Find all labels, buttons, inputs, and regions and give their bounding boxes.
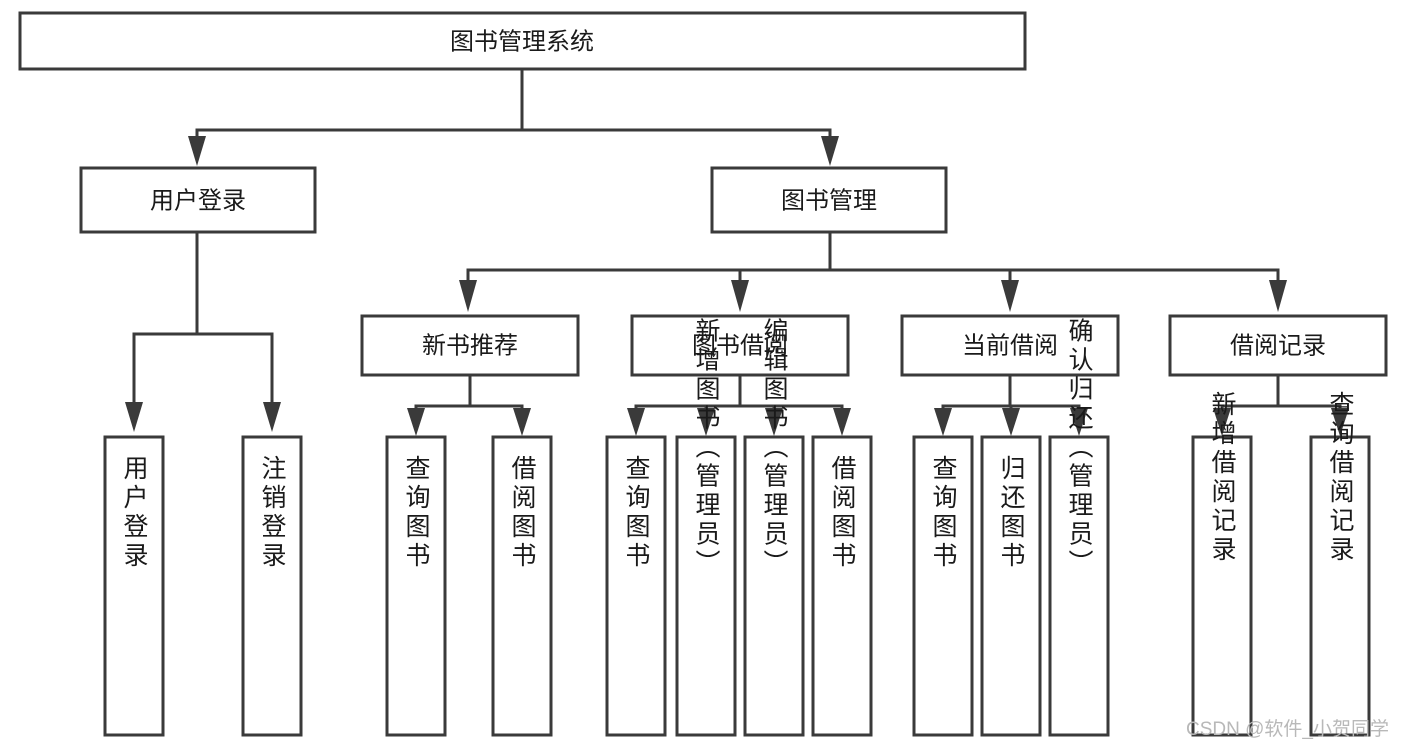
node-book-borrow-label: 图书借阅: [692, 333, 788, 360]
node-current-borrow[interactable]: 当前借阅: [900, 314, 1120, 377]
edge-group-current-borrow: [934, 373, 1088, 436]
arrowhead-leaf-add-record: [1213, 408, 1231, 436]
edge-group-borrow-record: [1213, 373, 1349, 436]
arrowhead-leaf-query-record: [1331, 408, 1349, 436]
node-user-login-box[interactable]: [79, 166, 317, 234]
node-leaf-edit-book-label: 编辑图书（管理员）: [760, 318, 789, 579]
node-leaf-add-record-box[interactable]: [1191, 435, 1253, 737]
arrowhead-new-book-recommend: [459, 280, 477, 312]
node-leaf-add-book-box[interactable]: [675, 435, 737, 737]
arrowhead-borrow-record: [1269, 280, 1287, 312]
node-leaf-confirm-return-label: 确认归还（管理员）: [1065, 318, 1094, 579]
node-leaf-borrow-book-1[interactable]: 借阅图书: [491, 435, 553, 737]
node-leaf-logout-label: 注销登录: [258, 455, 287, 571]
edge-group-user-login: [125, 230, 281, 432]
node-leaf-edit-book-box[interactable]: [743, 435, 805, 737]
node-leaf-query-book-1[interactable]: 查询图书: [385, 435, 447, 737]
node-book-borrow-box[interactable]: [630, 314, 850, 377]
node-new-book-recommend[interactable]: 新书推荐: [360, 314, 580, 377]
arrowhead-leaf-query-book-1: [407, 408, 425, 436]
node-leaf-query-record-box[interactable]: [1309, 435, 1371, 737]
arrowhead-leaf-add-book: [697, 408, 715, 436]
node-leaf-query-book-1-label: 查询图书: [402, 455, 431, 571]
node-leaf-query-book-2[interactable]: 查询图书: [605, 435, 667, 737]
node-leaf-query-book-3-label: 查询图书: [929, 455, 958, 571]
node-new-book-recommend-label: 新书推荐: [422, 333, 518, 360]
arrowhead-book-borrow: [731, 280, 749, 312]
node-leaf-return-book-label: 归还图书: [997, 455, 1026, 571]
node-leaf-confirm-return-box[interactable]: [1048, 435, 1110, 737]
arrowhead-leaf-confirm-return: [1070, 408, 1088, 436]
edge-group-root: [188, 67, 839, 166]
node-leaf-add-book[interactable]: 新增图书（管理员）: [675, 318, 737, 737]
node-root-box[interactable]: [18, 11, 1027, 71]
node-leaf-logout[interactable]: 注销登录: [241, 435, 303, 737]
node-borrow-record-box[interactable]: [1168, 314, 1388, 377]
node-leaf-add-record-label: 新增借阅记录: [1208, 391, 1237, 565]
node-leaf-return-book-box[interactable]: [980, 435, 1042, 737]
node-current-borrow-label: 当前借阅: [962, 333, 1058, 360]
arrowhead-leaf-user-login: [125, 402, 143, 432]
node-book-management-box[interactable]: [710, 166, 948, 234]
node-leaf-query-book-2-label: 查询图书: [622, 455, 651, 571]
node-leaf-user-login-box[interactable]: [103, 435, 165, 737]
node-leaf-query-book-1-box[interactable]: [385, 435, 447, 737]
edge-group-new-book-recommend: [407, 373, 531, 436]
node-current-borrow-box[interactable]: [900, 314, 1120, 377]
node-borrow-record[interactable]: 借阅记录: [1168, 314, 1388, 377]
arrowhead-leaf-query-book-2: [627, 408, 645, 436]
node-leaf-query-book-3-box[interactable]: [912, 435, 974, 737]
arrowhead-leaf-edit-book: [765, 408, 783, 436]
node-leaf-user-login-label: 用户登录: [120, 455, 149, 571]
node-leaf-query-record[interactable]: 查询借阅记录: [1309, 391, 1371, 737]
node-leaf-borrow-book-2-label: 借阅图书: [828, 455, 857, 571]
arrowhead-leaf-borrow-book-2: [833, 408, 851, 436]
node-leaf-borrow-book-2[interactable]: 借阅图书: [811, 435, 873, 737]
arrowhead-leaf-borrow-book-1: [513, 408, 531, 436]
edge-group-book-management: [459, 230, 1287, 312]
edge-group-book-borrow: [627, 373, 851, 436]
arrowhead-leaf-return-book: [1002, 408, 1020, 436]
node-leaf-add-record[interactable]: 新增借阅记录: [1191, 391, 1253, 737]
node-leaf-return-book[interactable]: 归还图书: [980, 435, 1042, 737]
node-leaf-user-login[interactable]: 用户登录: [103, 435, 165, 737]
node-leaf-edit-book[interactable]: 编辑图书（管理员）: [743, 318, 805, 737]
node-book-management[interactable]: 图书管理: [710, 166, 948, 234]
node-new-book-recommend-box[interactable]: [360, 314, 580, 377]
node-root[interactable]: 图书管理系统: [18, 11, 1027, 71]
node-leaf-add-book-label: 新增图书（管理员）: [692, 318, 721, 579]
node-user-login-label: 用户登录: [150, 188, 246, 215]
node-user-login[interactable]: 用户登录: [79, 166, 317, 234]
node-leaf-borrow-book-2-box[interactable]: [811, 435, 873, 737]
arrowhead-book-management: [821, 136, 839, 166]
node-book-borrow[interactable]: 图书借阅: [630, 314, 850, 377]
node-leaf-query-record-label: 查询借阅记录: [1326, 391, 1355, 565]
node-borrow-record-label: 借阅记录: [1230, 333, 1326, 360]
node-leaf-confirm-return[interactable]: 确认归还（管理员）: [1048, 318, 1110, 737]
arrowhead-current-borrow: [1001, 280, 1019, 312]
node-leaf-borrow-book-1-box[interactable]: [491, 435, 553, 737]
arrowhead-user-login: [188, 136, 206, 166]
node-root-label: 图书管理系统: [450, 29, 594, 56]
node-book-management-label: 图书管理: [781, 188, 877, 215]
node-leaf-logout-box[interactable]: [241, 435, 303, 737]
arrowhead-leaf-logout: [263, 402, 281, 432]
node-leaf-query-book-2-box[interactable]: [605, 435, 667, 737]
node-leaf-query-book-3[interactable]: 查询图书: [912, 435, 974, 737]
node-leaf-borrow-book-1-label: 借阅图书: [508, 455, 537, 571]
arrowhead-leaf-query-book-3: [934, 408, 952, 436]
